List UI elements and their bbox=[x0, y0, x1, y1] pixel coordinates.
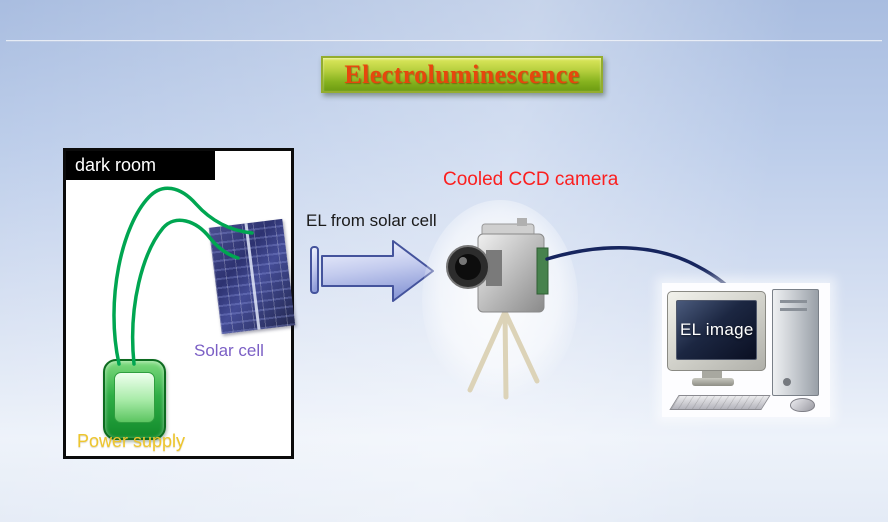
monitor-screen: EL image bbox=[676, 300, 757, 360]
mouse bbox=[790, 398, 815, 412]
camera-tripod bbox=[467, 309, 540, 400]
power-supply-screen bbox=[114, 372, 155, 423]
tower-drive-slot bbox=[780, 308, 807, 311]
computer-image: EL image bbox=[662, 283, 830, 417]
camera-label: Cooled CCD camera bbox=[443, 169, 619, 190]
el-arrow bbox=[310, 240, 434, 302]
monitor: EL image bbox=[667, 291, 766, 371]
computer-tower bbox=[772, 289, 819, 396]
solar-cell-image bbox=[208, 218, 296, 335]
power-supply-label: Power supply bbox=[77, 431, 186, 451]
ccd-camera-image bbox=[446, 218, 549, 313]
dark-room-label: dark room bbox=[75, 155, 157, 175]
el-image-label: EL image bbox=[680, 320, 754, 339]
solar-cell-label: Solar cell bbox=[194, 341, 264, 360]
el-arrow-label: EL from solar cell bbox=[306, 211, 437, 230]
tower-drive-slot bbox=[780, 300, 807, 303]
camera-glow bbox=[422, 200, 578, 400]
tower-power-button bbox=[783, 378, 791, 386]
slide-title: Electroluminescence bbox=[344, 59, 580, 89]
dark-room-box: dark room Solar cell Power supply bbox=[63, 148, 296, 459]
monitor-stand-neck bbox=[702, 371, 722, 379]
power-supply-image bbox=[103, 359, 166, 440]
top-divider-line bbox=[6, 40, 882, 42]
monitor-stand-base bbox=[692, 378, 734, 386]
title-banner: Electroluminescence bbox=[321, 56, 603, 93]
keyboard bbox=[669, 395, 771, 410]
dark-room-header: dark room bbox=[66, 151, 215, 180]
